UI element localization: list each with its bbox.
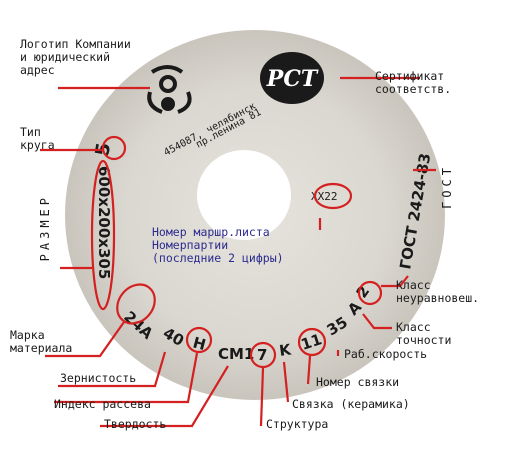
label-route-sheet: Номер маршр.листа Номерпартии (последние…	[152, 226, 284, 265]
label-accuracy-line-2: точности	[396, 333, 452, 347]
label-structure: Структура	[266, 417, 329, 431]
label-accuracy: Класс точности	[396, 321, 451, 347]
imbalance-marker-circle	[357, 280, 383, 306]
bond-number-marker-circle	[297, 327, 327, 357]
scatter-leader-line	[54, 352, 199, 404]
label-route-sheet-line-1: Номер маршр.листа	[152, 225, 270, 239]
bond-number-leader-line	[306, 355, 312, 385]
label-logo: Логотип Компании и юридический адрес	[20, 38, 131, 77]
label-material-line-1: Марка	[10, 328, 45, 342]
certificate-logo-letters: PCT	[266, 66, 319, 92]
label-material-line-2: материала	[10, 341, 73, 355]
label-scatter-index: Индекс рассева	[54, 397, 151, 411]
label-route-sheet-line-2: Номерпартии	[152, 238, 229, 252]
label-certificate-line-2: соответств.	[375, 82, 452, 96]
bond-leader-line	[282, 361, 290, 403]
wheel-structure-value: 7	[257, 346, 267, 364]
size-marker-ellipse	[90, 159, 116, 311]
label-bond-number: Номер связки	[316, 375, 400, 389]
label-grain: Зернистость	[60, 371, 137, 385]
label-gost: ГОСТ	[440, 164, 454, 209]
label-imbalance-line-1: Класс	[396, 278, 431, 292]
label-wheel-type-line-2: круга	[20, 138, 55, 152]
wheel-hardness-value: CM1	[218, 345, 254, 363]
label-certificate-line-1: Сертификат	[375, 69, 445, 83]
scatter-marker-circle	[185, 326, 213, 354]
material-leader-line	[45, 321, 125, 358]
label-logo-line-2: и юридический	[20, 50, 111, 64]
label-material: Марка материала	[10, 329, 72, 355]
wheel-scatter-value: H	[191, 333, 208, 354]
accuracy-leader-line	[362, 313, 392, 330]
label-logo-line-3: адрес	[20, 63, 55, 77]
label-certificate: Сертификат соответств.	[375, 70, 451, 96]
label-speed: Раб.скорость	[344, 347, 428, 361]
label-wheel-type-line-1: Тип	[20, 125, 41, 139]
wheel-size-value: 600x200x305	[95, 166, 113, 279]
hardness-leader-line	[100, 365, 229, 428]
label-accuracy-line-1: Класс	[396, 320, 431, 334]
structure-marker-circle	[249, 341, 277, 369]
label-wheel-type: Тип круга	[20, 126, 55, 152]
grain-leader-line	[58, 351, 167, 388]
material-marker-ellipse	[116, 283, 156, 325]
type-marker-circle	[101, 135, 127, 161]
structure-leader-line	[259, 367, 265, 427]
label-route-sheet-line-3: (последние 2 цифры)	[152, 251, 284, 265]
batch-marker-ellipse	[313, 182, 353, 210]
wheel-bore	[197, 150, 291, 240]
certificate-logo: PCT	[260, 52, 324, 104]
wheel-bond-value: K	[278, 340, 293, 360]
label-logo-line-1: Логотип Компании	[20, 37, 131, 51]
wheel-bond-number-value: 11	[299, 330, 324, 354]
label-imbalance: Класс неуравновеш.	[396, 279, 479, 305]
label-size: РАЗМЕР	[38, 194, 52, 262]
company-logo	[147, 65, 192, 114]
wheel-batch-value: XX22	[311, 190, 338, 203]
label-bond-ceramic: Связка (керамика)	[292, 397, 410, 411]
label-hardness: Твердость	[104, 417, 167, 431]
label-imbalance-line-2: неуравновеш.	[396, 291, 480, 305]
imbalance-leader-line	[381, 275, 409, 288]
